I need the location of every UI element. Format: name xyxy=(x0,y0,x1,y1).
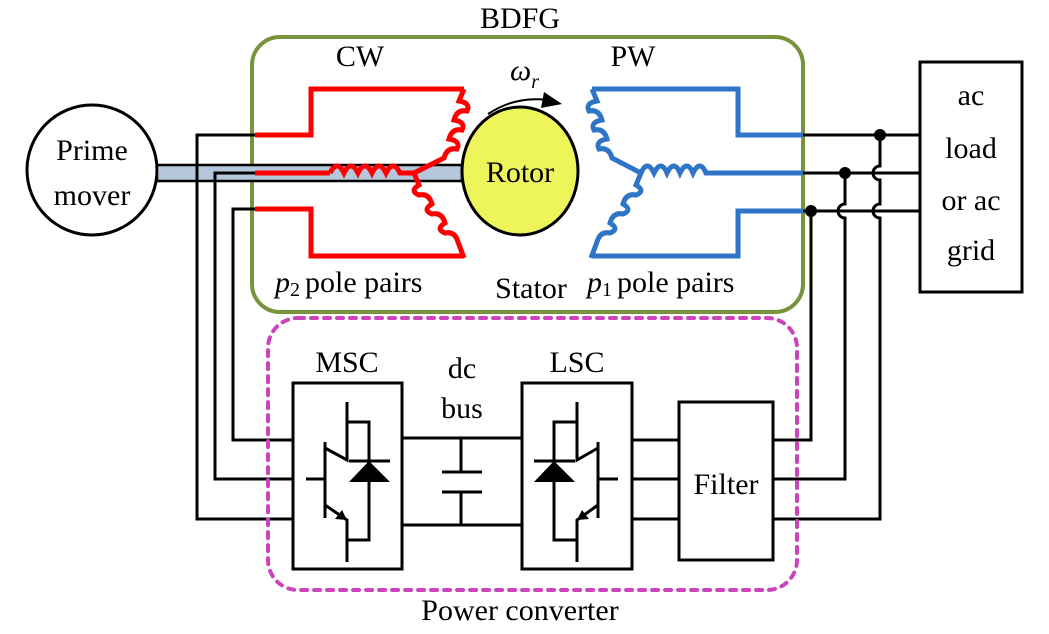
p2-sub: 2 xyxy=(290,279,300,301)
lsc-emitter-arrow-icon xyxy=(577,510,589,520)
grid-line-3: or ac xyxy=(941,184,1000,217)
lsc-diode-icon xyxy=(534,461,575,482)
ac-load-grid-box xyxy=(918,60,1024,294)
lsc-label: LSC xyxy=(549,346,604,379)
msc-label: MSC xyxy=(315,346,378,379)
filter-box xyxy=(677,400,775,562)
grid-wires xyxy=(773,133,920,521)
prime-mover-line1: Prime xyxy=(56,134,128,167)
junction-dot xyxy=(805,205,817,217)
dc-bus-label-1: dc xyxy=(448,352,476,385)
junction-dot xyxy=(839,167,851,179)
dc-bus-label-2: bus xyxy=(441,392,483,425)
cw-label: CW xyxy=(336,40,385,73)
power-converter-label: Power converter xyxy=(421,594,618,627)
prime-mover-line2: mover xyxy=(54,179,131,212)
grid-line-4: grid xyxy=(947,234,995,267)
omega-subscript: r xyxy=(531,71,539,93)
pw-label: PW xyxy=(611,40,657,73)
lsc-filter-wires xyxy=(632,438,679,521)
p1-sub: 1 xyxy=(602,279,612,301)
p2-text: pole pairs xyxy=(305,266,422,299)
speed-symbol: ωr xyxy=(510,54,539,93)
control-winding xyxy=(255,86,471,259)
rotation-arrow-icon xyxy=(487,98,549,115)
arrowhead-icon xyxy=(541,92,562,108)
dc-bus-capacitor-icon xyxy=(402,436,522,527)
p1-text: pole pairs xyxy=(617,266,734,299)
rotor xyxy=(460,105,580,237)
msc-diode-icon xyxy=(349,461,390,482)
power-converter-border xyxy=(266,316,799,592)
grid-line-2: load xyxy=(945,132,997,165)
msc-emitter-arrow-icon xyxy=(335,510,347,520)
cw-converter-wires xyxy=(195,133,293,521)
filter-label: Filter xyxy=(694,468,759,501)
rotor-label: Rotor xyxy=(486,156,554,189)
diagram-title: BDFG xyxy=(480,2,560,35)
p2-var: p xyxy=(273,266,290,299)
omega: ω xyxy=(510,54,531,87)
stator-label: Stator xyxy=(495,272,567,305)
p1-var: p xyxy=(585,266,602,299)
grid-line-1: ac xyxy=(958,79,985,112)
junction-dot xyxy=(874,129,886,141)
power-winding xyxy=(585,86,803,259)
prime-mover: Prime mover xyxy=(25,103,159,237)
